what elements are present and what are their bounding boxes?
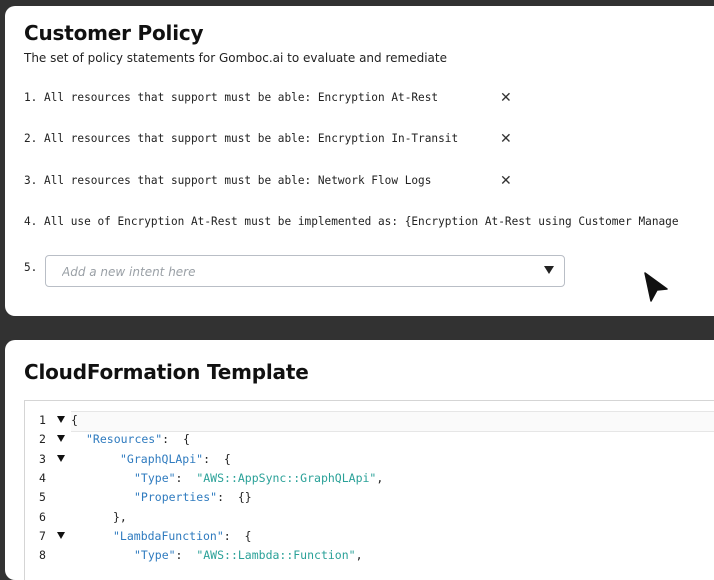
fold-toggle-icon[interactable] xyxy=(57,435,65,443)
json-key: "Properties" xyxy=(134,490,218,505)
line-number: 6 xyxy=(39,509,46,524)
json-punctuation: : {} xyxy=(217,490,252,505)
fold-toggle-icon[interactable] xyxy=(57,454,65,462)
json-punctuation: { xyxy=(71,413,78,427)
remove-statement-icon[interactable]: ✕ xyxy=(500,173,512,189)
json-string: "AWS::AppSync::GraphQLApi" xyxy=(196,470,377,485)
policy-statement: 2. All resources that support must be ab… xyxy=(24,129,512,149)
code-text: "GraphQLApi": { xyxy=(120,450,231,469)
remove-statement-icon[interactable]: ✕ xyxy=(500,131,512,147)
policy-statement-text: 2. All resources that support must be ab… xyxy=(24,132,459,145)
line-number: 4 xyxy=(39,470,46,485)
code-text: { xyxy=(71,411,78,430)
line-number: 8 xyxy=(39,548,46,563)
json-punctuation: : xyxy=(175,470,197,485)
code-text: "Resources": { xyxy=(86,430,190,449)
line-number: 1 xyxy=(39,413,46,427)
cloudformation-template-panel: CloudFormation Template 1{2"Resources": … xyxy=(5,340,714,580)
policy-statement: 3. All resources that support must be ab… xyxy=(24,171,512,191)
policy-statement-text: 4. All use of Encryption At-Rest must be… xyxy=(24,215,679,228)
json-punctuation: , xyxy=(355,548,363,563)
code-text: "LambdaFunction": { xyxy=(113,527,251,546)
cloudformation-template-title: CloudFormation Template xyxy=(24,360,309,384)
json-punctuation: : { xyxy=(203,451,231,466)
line-number: 7 xyxy=(39,528,46,543)
json-punctuation: , xyxy=(376,470,384,485)
code-editor[interactable]: 1{2"Resources": {3"GraphQLApi": {4"Type"… xyxy=(24,400,714,580)
fold-toggle-icon[interactable] xyxy=(57,416,65,423)
json-punctuation: : xyxy=(175,548,197,563)
json-punctuation: }, xyxy=(113,509,127,524)
policy-statement-text: 1. All resources that support must be ab… xyxy=(24,91,439,104)
mouse-pointer-icon xyxy=(644,272,668,302)
line-number: 5 xyxy=(39,490,46,505)
chevron-down-icon[interactable] xyxy=(544,266,554,274)
code-text: "Properties": {} xyxy=(134,488,252,507)
json-punctuation: : { xyxy=(162,432,190,447)
customer-policy-title: Customer Policy xyxy=(24,21,204,45)
json-key: "Type" xyxy=(134,470,176,485)
remove-statement-icon[interactable]: ✕ xyxy=(500,90,512,106)
json-punctuation: : { xyxy=(223,528,252,543)
code-text: "Type": "AWS::Lambda::Function", xyxy=(134,546,363,565)
json-key: "GraphQLApi" xyxy=(120,451,204,466)
new-intent-input[interactable] xyxy=(60,256,524,288)
customer-policy-panel: Customer Policy The set of policy statem… xyxy=(5,6,714,316)
json-key: "Type" xyxy=(134,548,176,563)
fold-toggle-icon[interactable] xyxy=(57,531,65,539)
json-key: "LambdaFunction" xyxy=(113,528,224,543)
code-text: "Type": "AWS::AppSync::GraphQLApi", xyxy=(134,469,383,488)
policy-statement: 1. All resources that support must be ab… xyxy=(24,88,512,108)
line-number: 2 xyxy=(39,432,46,447)
active-line-highlight xyxy=(71,411,714,432)
json-key: "Resources" xyxy=(86,432,163,447)
policy-statement-text: 3. All resources that support must be ab… xyxy=(24,174,432,187)
line-number: 3 xyxy=(39,451,46,466)
code-text: }, xyxy=(113,508,127,527)
customer-policy-subtitle: The set of policy statements for Gomboc.… xyxy=(24,51,447,65)
json-string: "AWS::Lambda::Function" xyxy=(196,548,356,563)
new-intent-number: 5. xyxy=(24,261,38,274)
new-intent-dropdown[interactable] xyxy=(45,255,565,288)
policy-statement: 4. All use of Encryption At-Rest must be… xyxy=(24,212,679,232)
